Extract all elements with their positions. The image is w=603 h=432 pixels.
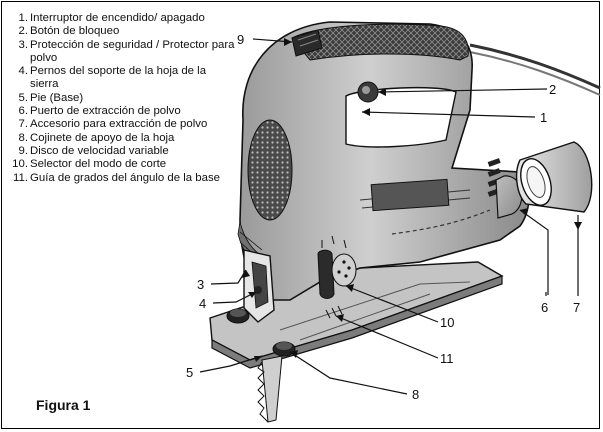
legend-number: 11. (13, 171, 28, 184)
side-vent (247, 119, 293, 221)
legend-number: 7. (18, 118, 29, 131)
angle-guide (325, 305, 343, 319)
legend-text: Cojinete de apoyo de la hoja (30, 131, 175, 144)
callout-6: 6 (541, 300, 548, 315)
legend-text: Disco de velocidad variable (30, 144, 169, 157)
blade-guard (243, 249, 275, 323)
legend-number: 6. (18, 105, 29, 118)
legend-text: Botón de bloqueo (30, 25, 120, 38)
handle-grip (291, 23, 469, 61)
legend-item: 4.Pernos del soporte de la hoja de la si… (6, 65, 236, 92)
legend-number: 5. (18, 91, 29, 104)
arrow-heads (242, 38, 582, 362)
callout-3: 3 (197, 277, 204, 292)
callout-10: 10 (440, 315, 454, 330)
legend-item: 3.Protección de seguridad / Protector pa… (6, 39, 236, 66)
legend-text: Pie (Base) (30, 91, 84, 104)
callout-5: 5 (186, 365, 193, 380)
dust-extraction-adapter (515, 141, 593, 213)
legend-number: 10. (12, 158, 28, 171)
legend-number: 4. (18, 65, 29, 78)
legend-number: 3. (18, 38, 29, 51)
callout-4: 4 (199, 296, 206, 311)
legend-text: Puerto de extracción de polvo (30, 105, 181, 118)
callout-7: 7 (573, 300, 580, 315)
base-knob-left (226, 308, 250, 324)
callout-8: 8 (412, 387, 419, 402)
lock-button (357, 81, 379, 103)
main-body (237, 21, 530, 301)
legend-item: 10.Selector del modo de corte (6, 158, 236, 171)
legend-number: 1. (18, 12, 29, 24)
parts-legend: 1.Interruptor de encendido/ apagado 2.Bo… (6, 12, 236, 185)
figure-title: Figura 1 (36, 397, 91, 413)
body-label (370, 178, 450, 212)
legend-item: 8.Cojinete de apoyo de la hoja (6, 132, 236, 145)
legend-number: 9. (18, 144, 29, 157)
legend-item: 11.Guía de grados del ángulo de la base (6, 172, 236, 185)
leader-lines (199, 38, 549, 395)
mode-selector (317, 235, 357, 299)
legend-item: 9.Disco de velocidad variable (6, 145, 236, 158)
callout-2: 2 (549, 82, 556, 97)
legend-text: Pernos del soporte de la hoja de la sier… (30, 65, 207, 91)
callout-11: 11 (440, 351, 454, 366)
legend-item: 2.Botón de bloqueo (6, 25, 236, 38)
legend-text: Protección de seguridad / Protector para… (30, 38, 235, 64)
blade-roller (272, 341, 296, 357)
legend-text: Interruptor de encendido/ apagado (30, 12, 205, 24)
legend-item: 6.Puerto de extracción de polvo (6, 105, 236, 118)
legend-item: 7.Accesorio para extracción de polvo (6, 118, 236, 131)
legend-text: Selector del modo de corte (30, 158, 167, 171)
saw-blade (261, 355, 283, 423)
legend-number: 2. (18, 25, 29, 38)
legend-item: 5.Pie (Base) (6, 92, 236, 105)
legend-number: 8. (18, 131, 29, 144)
callout-9: 9 (237, 32, 244, 47)
speed-dial (291, 29, 323, 57)
dust-port (495, 175, 523, 219)
legend-text: Accesorio para extracción de polvo (30, 118, 208, 131)
callout-1: 1 (540, 110, 547, 125)
legend-text: Guía de grados del ángulo de la base (30, 171, 220, 184)
legend-item: 1.Interruptor de encendido/ apagado (6, 12, 236, 25)
power-cord (469, 43, 601, 90)
